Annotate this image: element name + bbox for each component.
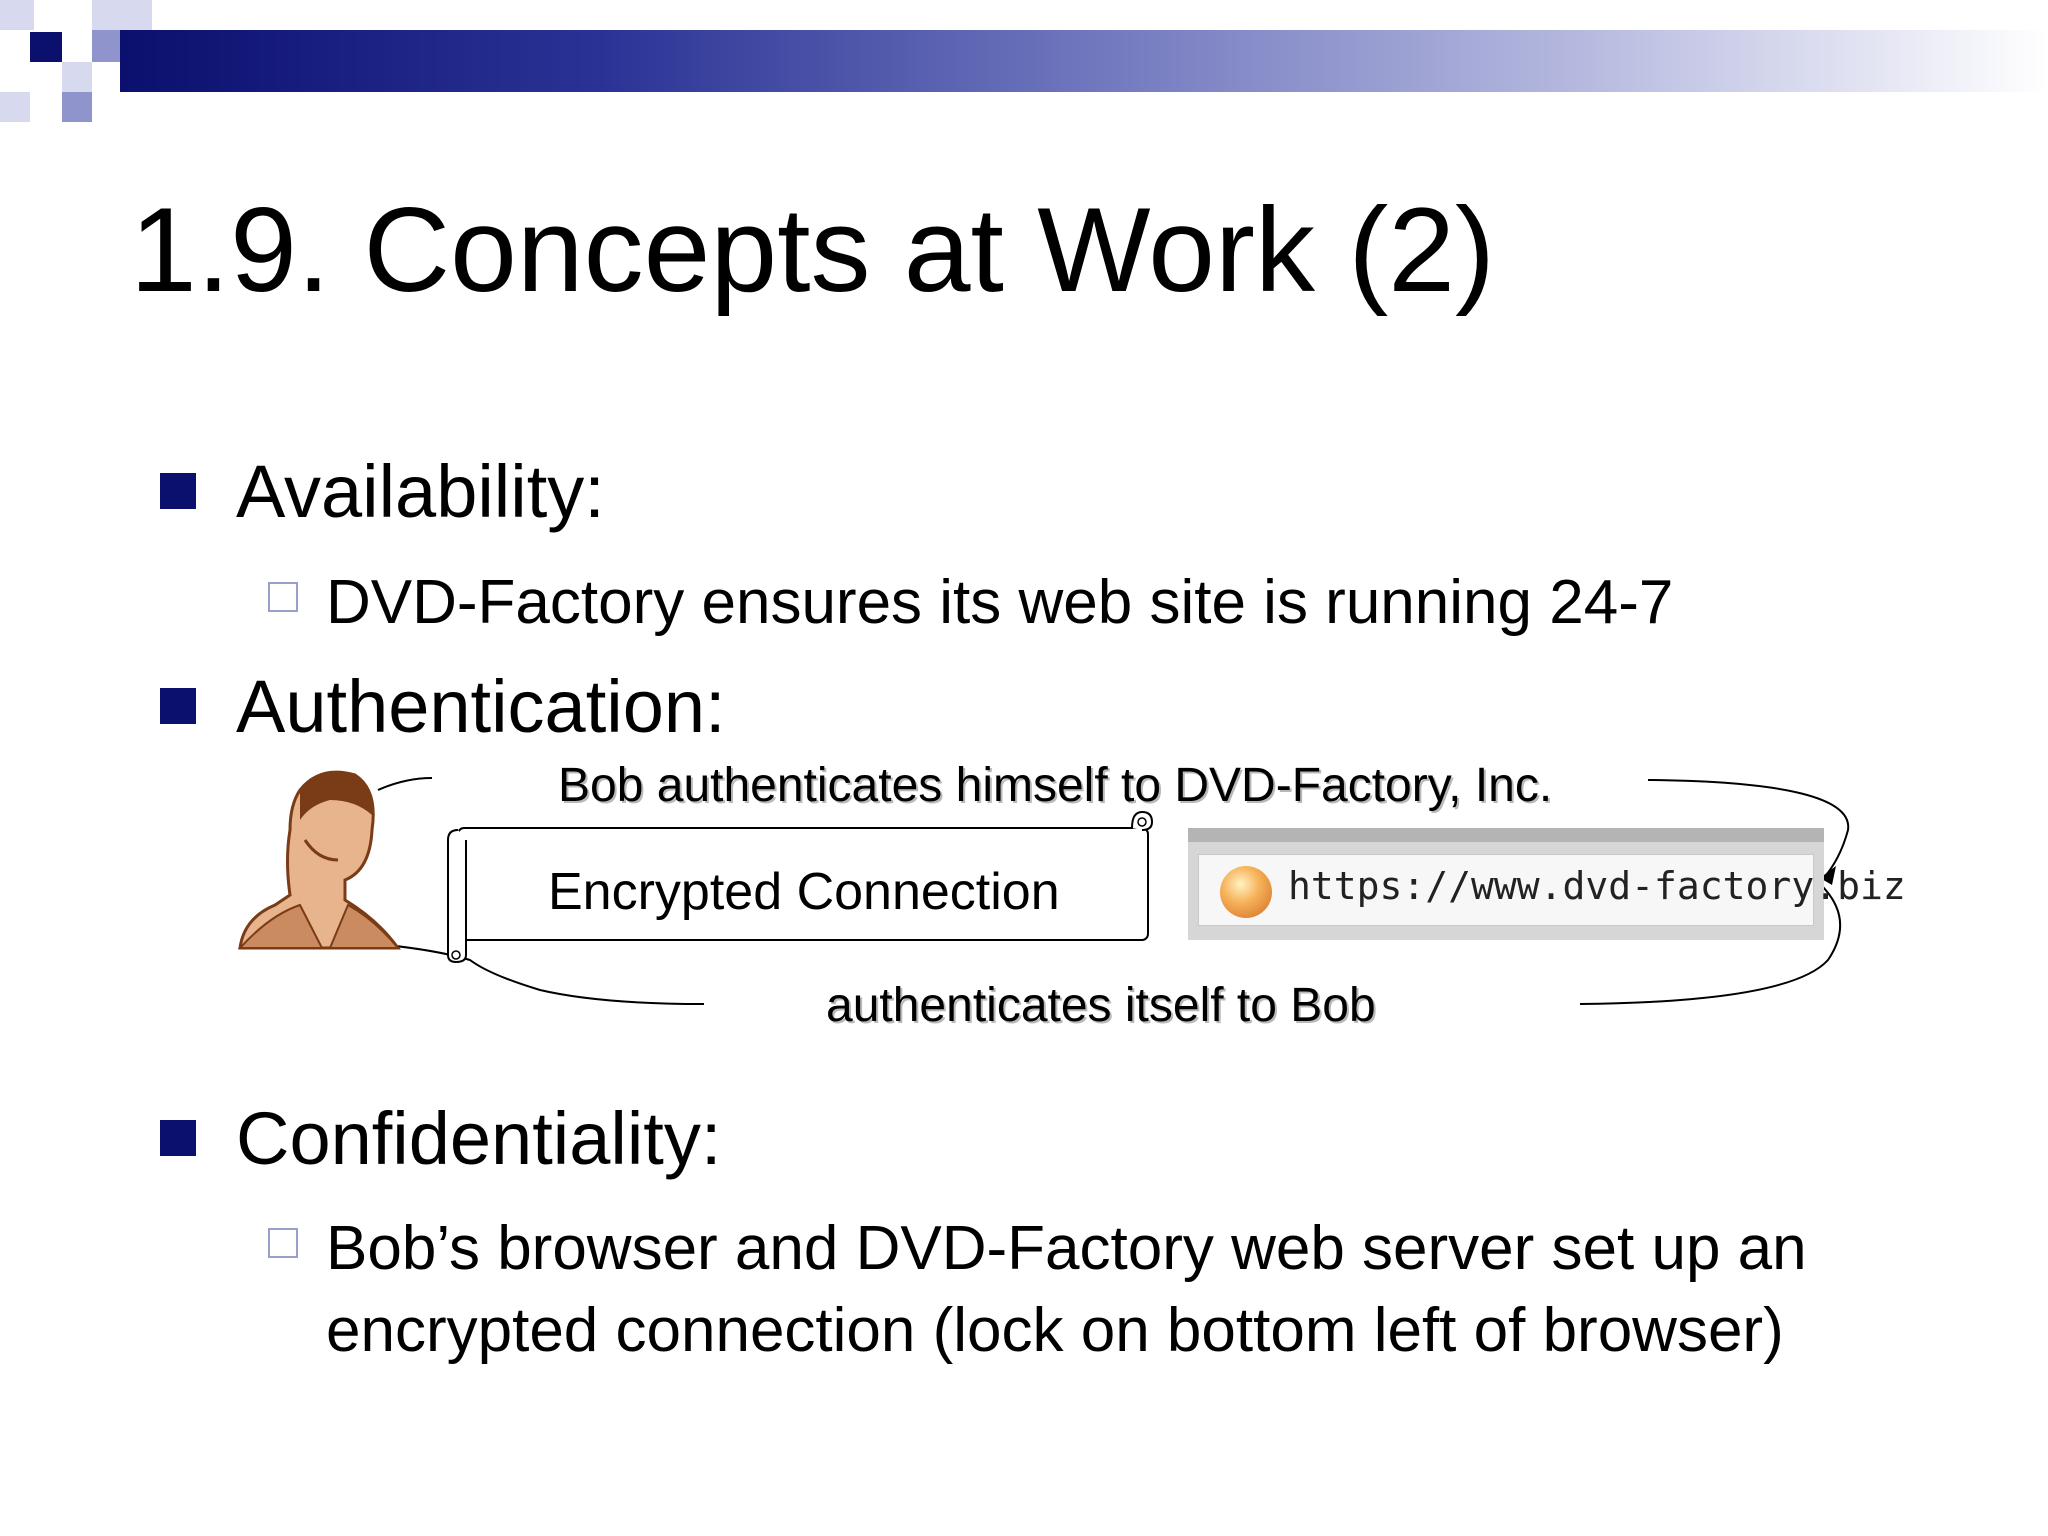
toolbar-strip (1188, 828, 1824, 842)
browser-address-bar: https://www.dvd-factory.biz (1188, 828, 1906, 940)
header-square (30, 32, 62, 62)
bullet-label: Authentication: (236, 665, 726, 748)
slide-title: 1.9. Concepts at Work (2) (130, 183, 1495, 317)
header-square (62, 92, 92, 122)
bullet-label: Confidentiality: (236, 1097, 722, 1180)
connector-bottom-left (319, 939, 705, 1005)
sub-bullet-square-icon (268, 1228, 298, 1258)
person-clipart-icon (237, 770, 401, 950)
bullet-square-icon (160, 688, 196, 724)
scroll-label: Encrypted Connection (548, 863, 1060, 921)
globe-icon (1220, 866, 1272, 918)
sub-bullet-text: DVD-Factory ensures its web site is runn… (326, 568, 1674, 637)
sub-bullet-square-icon (268, 582, 298, 612)
diagram-bottom-caption: authenticates itself to Bob (826, 979, 1376, 1032)
address-field (1198, 854, 1814, 926)
diagram-top-caption: Bob authenticates himself to DVD-Factory… (558, 759, 1553, 812)
bullet-square-icon (160, 473, 196, 509)
header-square (0, 0, 34, 30)
header-gradient-band (120, 30, 2048, 92)
sub-bullet-text: Bob’s browser and DVD-Factory web server… (326, 1214, 1807, 1365)
bullet-square-icon (160, 1120, 196, 1156)
browser-url: https://www.dvd-factory.biz (1288, 864, 1906, 908)
bullet-label: Availability: (236, 450, 605, 533)
header-square (62, 62, 92, 92)
connector-top (377, 777, 433, 791)
header-square (0, 92, 30, 122)
header-square (92, 0, 152, 30)
